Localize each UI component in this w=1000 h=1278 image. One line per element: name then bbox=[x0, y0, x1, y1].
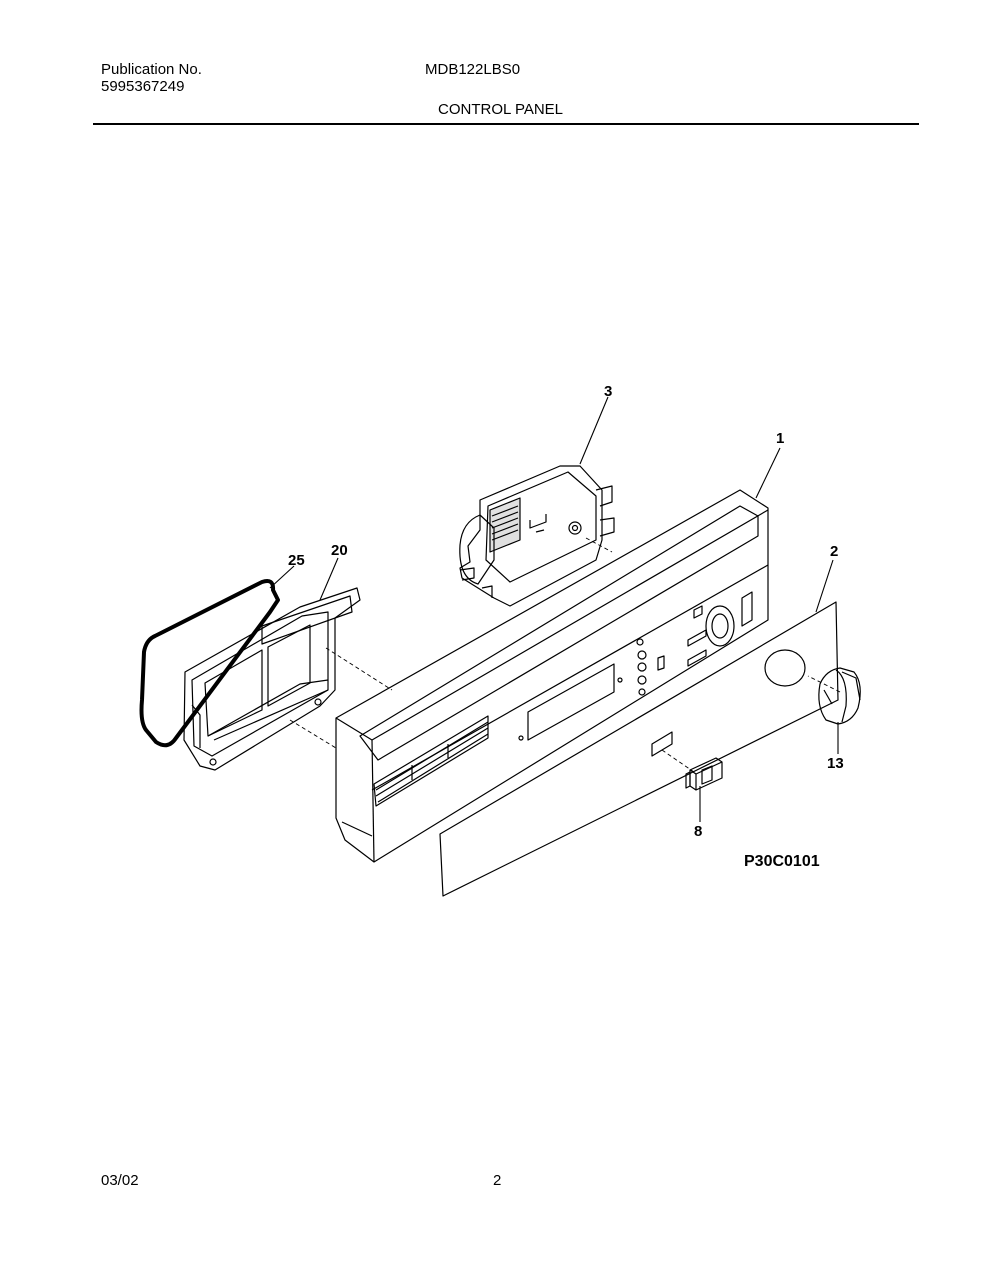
callout-20: 20 bbox=[331, 542, 348, 559]
section-title: CONTROL PANEL bbox=[438, 101, 564, 118]
part-3-timer bbox=[459, 465, 615, 607]
model-number: MDB122LBS0 bbox=[425, 61, 521, 78]
footer-page-number: 2 bbox=[493, 1172, 502, 1189]
footer-date: 03/02 bbox=[101, 1172, 139, 1189]
header-rule bbox=[93, 123, 919, 125]
leader-lines bbox=[269, 396, 839, 822]
part-25-gasket bbox=[139, 579, 280, 748]
publication-number: 5995367249 bbox=[101, 78, 185, 95]
callout-8: 8 bbox=[694, 823, 702, 840]
callout-25: 25 bbox=[288, 552, 305, 569]
part-2-overlay bbox=[439, 601, 839, 897]
part-20-housing bbox=[183, 587, 361, 771]
callout-13: 13 bbox=[827, 755, 844, 772]
part-8-switch bbox=[685, 757, 723, 791]
part-1-console bbox=[335, 489, 769, 863]
publication-label: Publication No. bbox=[101, 61, 202, 78]
callout-2: 2 bbox=[830, 543, 838, 560]
part-13-knob bbox=[818, 667, 861, 725]
figure-id: P30C0101 bbox=[744, 853, 820, 870]
callout-1: 1 bbox=[776, 430, 784, 447]
callout-3: 3 bbox=[604, 383, 612, 400]
alignment-lines bbox=[289, 537, 841, 773]
